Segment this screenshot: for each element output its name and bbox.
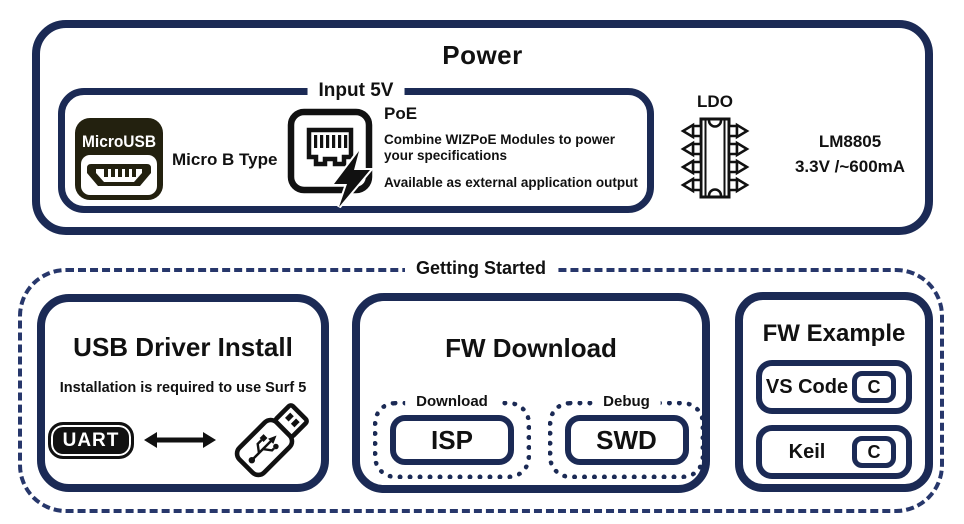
microusb-label: Micro B Type [172, 150, 278, 169]
double-arrow-icon [144, 432, 217, 448]
swd-button[interactable]: SWD [564, 415, 689, 465]
input-5v-group: Input 5V [58, 80, 654, 213]
fw-example-title: FW Example [762, 320, 906, 347]
input-5v-legend: Input 5V [307, 80, 405, 102]
download-group: Download ISP [373, 393, 531, 479]
vscode-label: VS Code [765, 375, 849, 398]
ldo-rating: 3.3V /~600mA [794, 157, 906, 176]
poe-description-1: Combine WIZPoE Modules to power your spe… [384, 132, 615, 163]
power-title: Power [442, 40, 523, 70]
ethernet-poe-icon [286, 106, 378, 213]
fw-download-title: FW Download [445, 333, 617, 363]
usb-driver-title: USB Driver Install [73, 332, 293, 362]
power-section: Power [32, 20, 933, 235]
fw-example-card: FW Example VS Code C Keil C [735, 292, 933, 492]
vscode-c-badge: C [852, 371, 896, 403]
microusb-icon: MicroUSB [74, 117, 164, 206]
usb-driver-icons-row: UART [45, 390, 321, 490]
getting-started-legend: Getting Started [404, 258, 558, 279]
isp-button[interactable]: ISP [390, 415, 514, 465]
ldo-part-number: LM8805 [818, 132, 882, 151]
ldo-spec-block: LM8805 3.3V /~600mA [768, 129, 932, 179]
debug-group: Debug SWD [548, 393, 705, 479]
microusb-badge-text: MicroUSB [82, 132, 156, 151]
ldo-group: LDO [676, 92, 754, 206]
keil-c-badge: C [852, 436, 896, 468]
getting-started-section: Getting Started [18, 258, 944, 513]
poe-title: PoE [384, 104, 418, 123]
usb-driver-note: Installation is required to use Surf 5 [59, 380, 307, 396]
vscode-row[interactable]: VS Code C [756, 360, 912, 414]
poe-description-2: Available as external application output [384, 175, 638, 190]
keil-label: Keil [788, 440, 826, 463]
uart-badge: UART [47, 421, 135, 459]
ic-chip-icon [680, 117, 750, 199]
usb-driver-install-card: USB Driver Install Installation is requi… [37, 294, 329, 492]
keil-row[interactable]: Keil C [756, 425, 912, 479]
poe-text-block: PoE Combine WIZPoE Modules to power your… [384, 104, 642, 190]
usb-stick-icon [235, 403, 310, 478]
ldo-label: LDO [697, 92, 733, 111]
fw-download-card: FW Download Download ISP Debug SWD [352, 293, 710, 493]
debug-group-legend: Debug [592, 393, 661, 410]
download-group-legend: Download [405, 393, 499, 410]
